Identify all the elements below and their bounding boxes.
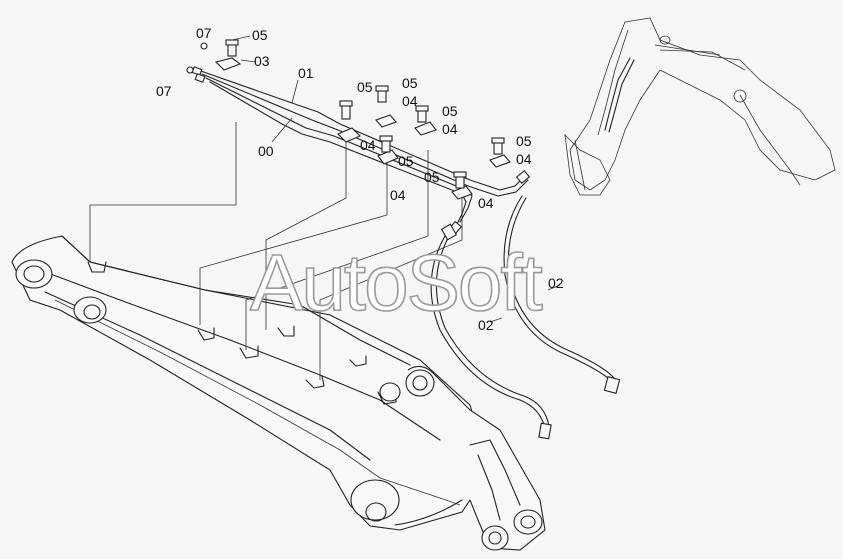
label-04-g4: 04 bbox=[360, 137, 376, 153]
label-02-left: 02 bbox=[478, 317, 494, 333]
label-04-g5: 04 bbox=[516, 151, 532, 167]
hoses bbox=[430, 195, 621, 440]
label-05-g3: 05 bbox=[442, 103, 458, 119]
label-00: 00 bbox=[258, 143, 274, 159]
label-05-g4: 05 bbox=[398, 153, 414, 169]
label-01: 01 bbox=[298, 65, 314, 81]
label-05-g6: 05 bbox=[424, 169, 440, 185]
label-05-g5: 05 bbox=[516, 133, 532, 149]
label-04-g3: 04 bbox=[442, 121, 458, 137]
label-04-g6: 04 bbox=[478, 195, 494, 211]
excavator-inset bbox=[564, 17, 836, 196]
clamps bbox=[186, 39, 511, 200]
callout-leaders bbox=[231, 35, 561, 323]
watermark: AutoSoft bbox=[250, 238, 543, 327]
label-04-g4b: 04 bbox=[390, 187, 406, 203]
label-07-top: 07 bbox=[196, 25, 212, 41]
boom-arm bbox=[11, 235, 546, 551]
label-02-right: 02 bbox=[548, 275, 564, 291]
label-04-g2: 04 bbox=[402, 93, 418, 109]
label-05-top: 05 bbox=[252, 27, 268, 43]
part-labels: 07 07 05 03 01 00 05 05 04 05 04 04 05 0… bbox=[156, 25, 564, 333]
label-07-left: 07 bbox=[156, 83, 172, 99]
label-03: 03 bbox=[254, 53, 270, 69]
label-05-g1: 05 bbox=[357, 79, 373, 95]
label-05-g2: 05 bbox=[402, 75, 418, 91]
pipe-assembly bbox=[191, 66, 531, 236]
